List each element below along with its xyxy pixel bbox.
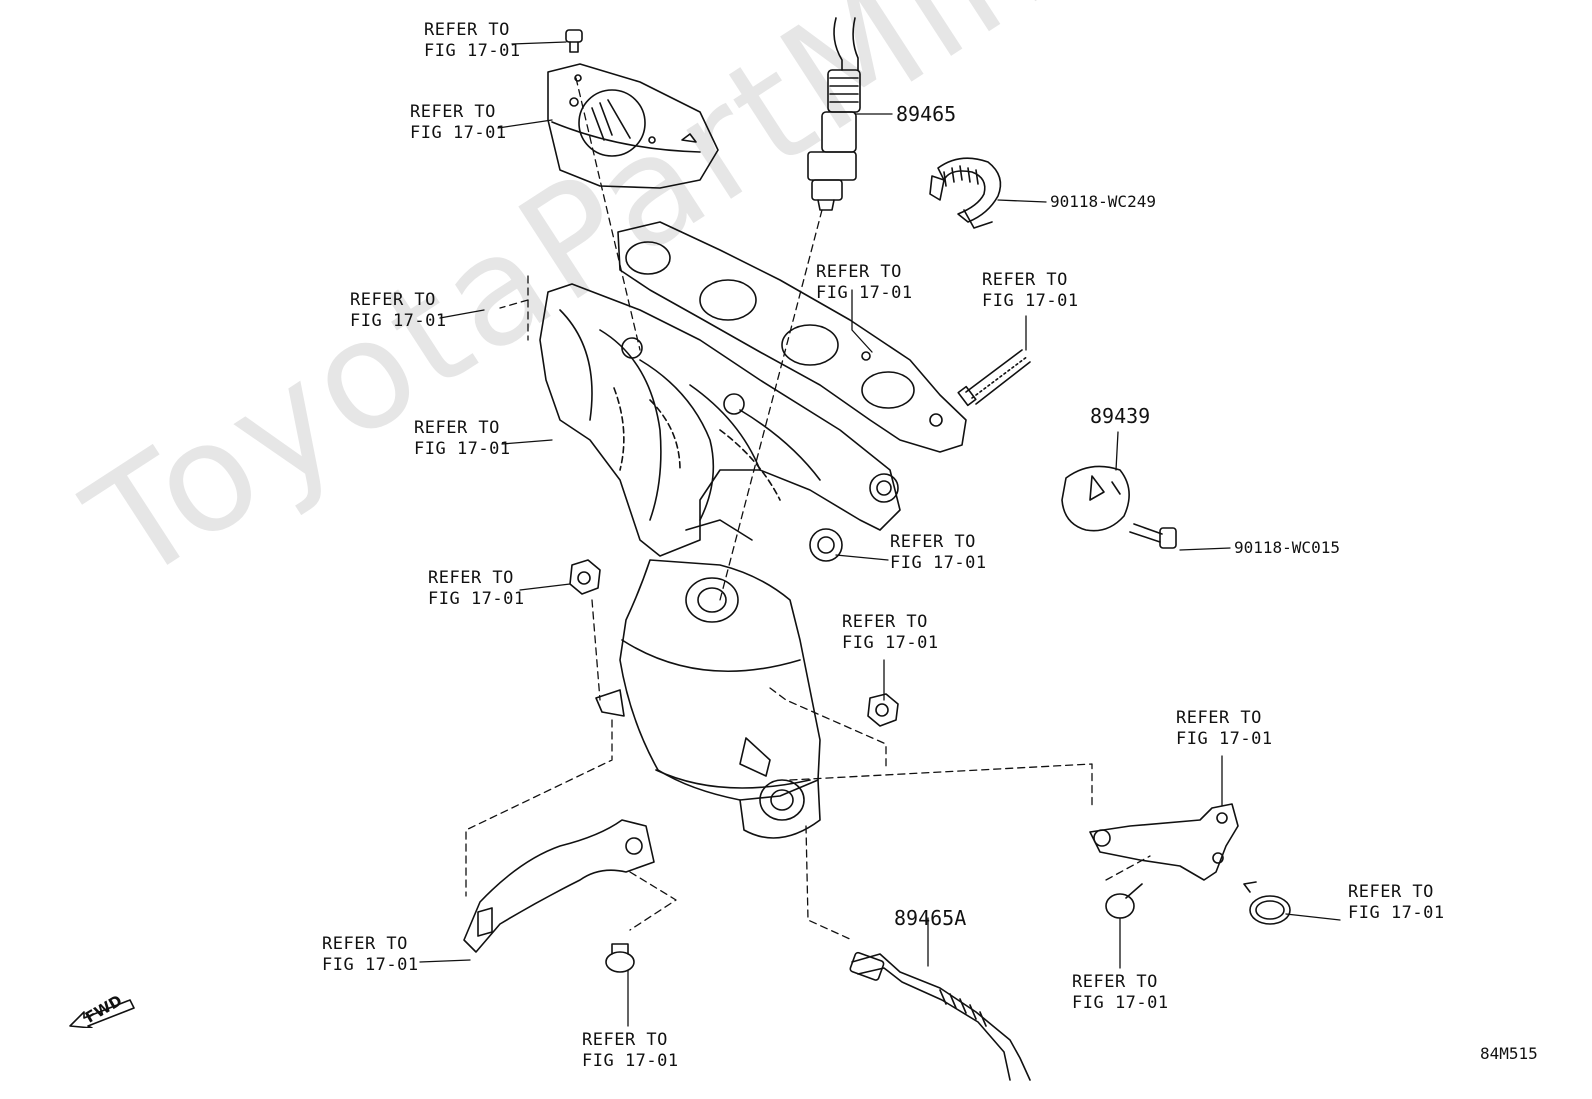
callout-line1: REFER TO [982, 270, 1068, 290]
callout-line1: REFER TO [350, 290, 436, 310]
callout-line2: FIG 17-01 [842, 633, 939, 653]
bolt-lower-right-shape [1106, 884, 1142, 918]
callout-heat-insulator[interactable]: REFER TO FIG 17-01 [410, 102, 507, 144]
callout-line2: FIG 17-01 [1176, 729, 1273, 749]
callout-line1: REFER TO [1176, 708, 1262, 728]
figure-code: 84M515 [1480, 1044, 1538, 1063]
callout-line1: REFER TO [1072, 972, 1158, 992]
callout-line2: FIG 17-01 [816, 283, 913, 303]
callout-stay[interactable]: REFER TO FIG 17-01 [322, 934, 419, 976]
callout-line1: REFER TO [410, 102, 496, 122]
callout-line1: REFER TO [842, 612, 928, 632]
callout-converter-nut-right[interactable]: REFER TO FIG 17-01 [842, 612, 939, 654]
callout-line2: FIG 17-01 [1348, 903, 1445, 923]
callout-line1: REFER TO [582, 1030, 668, 1050]
part-number-89465a[interactable]: 89465A [894, 906, 967, 930]
bracket-89439-shape [1062, 466, 1129, 530]
leader-lines [420, 42, 1340, 1026]
callout-line2: FIG 17-01 [424, 41, 521, 61]
callout-line2: FIG 17-01 [890, 553, 987, 573]
oxygen-sensor-upper-shape [808, 18, 860, 210]
callout-line2: FIG 17-01 [414, 439, 511, 459]
converter-nut-right-shape [868, 694, 898, 726]
callout-manifold-nut[interactable]: REFER TO FIG 17-01 [890, 532, 987, 574]
heat-insulator-shape [548, 64, 718, 188]
bolt-wc015-shape [1130, 524, 1176, 548]
assembly-dashed-lines [466, 78, 1150, 940]
callout-line2: FIG 17-01 [350, 311, 447, 331]
part-number-89465[interactable]: 89465 [896, 102, 957, 126]
manifold-nut-shape [810, 529, 842, 561]
stay-lower-left-shape [464, 820, 654, 952]
callout-stud[interactable]: REFER TO FIG 17-01 [982, 270, 1079, 312]
callout-bracket-right[interactable]: REFER TO FIG 17-01 [1176, 708, 1273, 750]
callout-manifold[interactable]: REFER TO FIG 17-01 [414, 418, 511, 460]
callout-line1: REFER TO [1348, 882, 1434, 902]
callout-line2: FIG 17-01 [428, 589, 525, 609]
callout-line2: FIG 17-01 [982, 291, 1079, 311]
bolt-lower-left-shape [606, 944, 634, 972]
callout-line2: FIG 17-01 [1072, 993, 1169, 1013]
callout-line1: REFER TO [322, 934, 408, 954]
callout-line2: FIG 17-01 [410, 123, 507, 143]
callout-line2: FIG 17-01 [582, 1051, 679, 1071]
callout-line1: REFER TO [414, 418, 500, 438]
callout-bolt-lower-left[interactable]: REFER TO FIG 17-01 [582, 1030, 679, 1072]
converter-nut-left-shape [570, 560, 600, 594]
part-number-89439[interactable]: 89439 [1090, 404, 1151, 428]
manifold-gasket-shape [618, 222, 966, 452]
callout-gasket[interactable]: REFER TO FIG 17-01 [816, 262, 913, 304]
stud-right-shape [958, 350, 1030, 405]
exhaust-manifold-shape [540, 284, 900, 556]
fwd-arrow-icon [68, 998, 138, 1028]
callout-bolt-lower-right[interactable]: REFER TO FIG 17-01 [1072, 972, 1169, 1014]
part-number-90118-wc249[interactable]: 90118-WC249 [1050, 192, 1156, 211]
clamp-lower-right-shape [1244, 882, 1290, 924]
callout-line1: REFER TO [890, 532, 976, 552]
callout-line1: REFER TO [424, 20, 510, 40]
callout-line1: REFER TO [428, 568, 514, 588]
callout-clamp-lower[interactable]: REFER TO FIG 17-01 [1348, 882, 1445, 924]
callout-line2: FIG 17-01 [322, 955, 419, 975]
callout-converter-nut-left[interactable]: REFER TO FIG 17-01 [428, 568, 525, 610]
callout-line1: REFER TO [816, 262, 902, 282]
part-number-90118-wc015[interactable]: 90118-WC015 [1234, 538, 1340, 557]
clamp-upper-shape [930, 158, 1000, 228]
oxygen-sensor-lower-shape [849, 952, 1030, 1080]
catalytic-converter-shape [596, 560, 820, 838]
bracket-lower-right-shape [1090, 804, 1238, 880]
callout-manifold-bolt[interactable]: REFER TO FIG 17-01 [350, 290, 447, 332]
callout-top-bolt[interactable]: REFER TO FIG 17-01 [424, 20, 521, 62]
top-bolt-shape [566, 30, 582, 52]
